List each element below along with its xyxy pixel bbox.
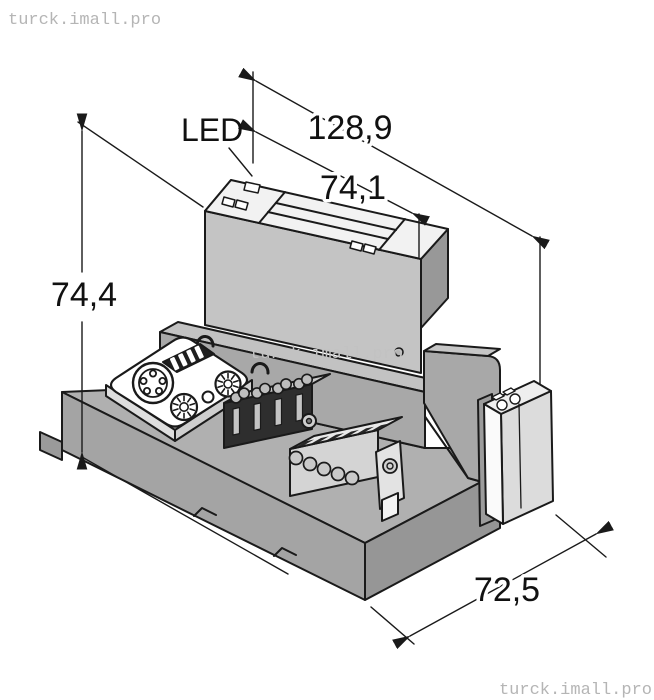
bracket-glyph-square bbox=[491, 392, 505, 401]
address-button bbox=[201, 390, 215, 404]
dimension-line-depth bbox=[392, 520, 614, 650]
base-foot-tab bbox=[39, 431, 63, 461]
terminal-bracket-arm bbox=[375, 440, 405, 510]
display-digits bbox=[169, 345, 204, 371]
rotary-switch bbox=[169, 392, 199, 422]
watermark-top-left: turck.imall.pro bbox=[8, 11, 161, 30]
dimension-gateway-length: 74,1 bbox=[320, 169, 386, 207]
shoulder-top-face bbox=[423, 343, 501, 357]
led-label: LED bbox=[181, 112, 243, 148]
led-leader-line bbox=[228, 147, 253, 177]
latch-hook bbox=[195, 335, 215, 348]
mounting-post-hole bbox=[305, 417, 313, 425]
dimension-overall-length: 128,9 bbox=[307, 109, 392, 147]
bracket-glyph-square bbox=[502, 387, 516, 396]
extension-line bbox=[81, 456, 289, 575]
bracket-screw-hole bbox=[386, 462, 394, 470]
extension-line bbox=[77, 121, 204, 208]
extension-line bbox=[370, 606, 415, 645]
bracket-glyph-circle bbox=[496, 399, 508, 411]
bracket-glyph-circle bbox=[509, 393, 521, 405]
front-plate bbox=[105, 336, 253, 442]
dimension-annotations bbox=[76, 67, 614, 650]
terminal-openings bbox=[296, 423, 389, 447]
end-bracket bbox=[477, 380, 554, 527]
m12-connector bbox=[131, 361, 175, 405]
bracket-foot bbox=[381, 492, 399, 522]
terminal-screws bbox=[230, 373, 313, 404]
rail-notch bbox=[273, 547, 297, 557]
dimension-line-gateway bbox=[238, 119, 430, 226]
plate-face bbox=[109, 336, 249, 428]
rotary-switch bbox=[214, 370, 242, 398]
terminal-block bbox=[223, 373, 331, 449]
screw-terminal-block bbox=[288, 416, 405, 522]
bracket-groove bbox=[518, 403, 522, 509]
latch-hook bbox=[250, 362, 270, 375]
extension-line bbox=[555, 514, 607, 558]
rail-notch bbox=[193, 507, 217, 517]
dimension-height: 74,4 bbox=[51, 276, 117, 314]
watermark-center: turck.imall.pro bbox=[250, 345, 403, 364]
bracket-left-face bbox=[483, 403, 504, 525]
watermark-bottom-right: turck.imall.pro bbox=[499, 681, 652, 700]
screw-heads bbox=[288, 450, 360, 486]
bracket-screw bbox=[382, 458, 398, 474]
dimension-depth: 72,5 bbox=[474, 571, 540, 609]
led-window bbox=[221, 196, 236, 208]
card-screw bbox=[394, 347, 404, 357]
